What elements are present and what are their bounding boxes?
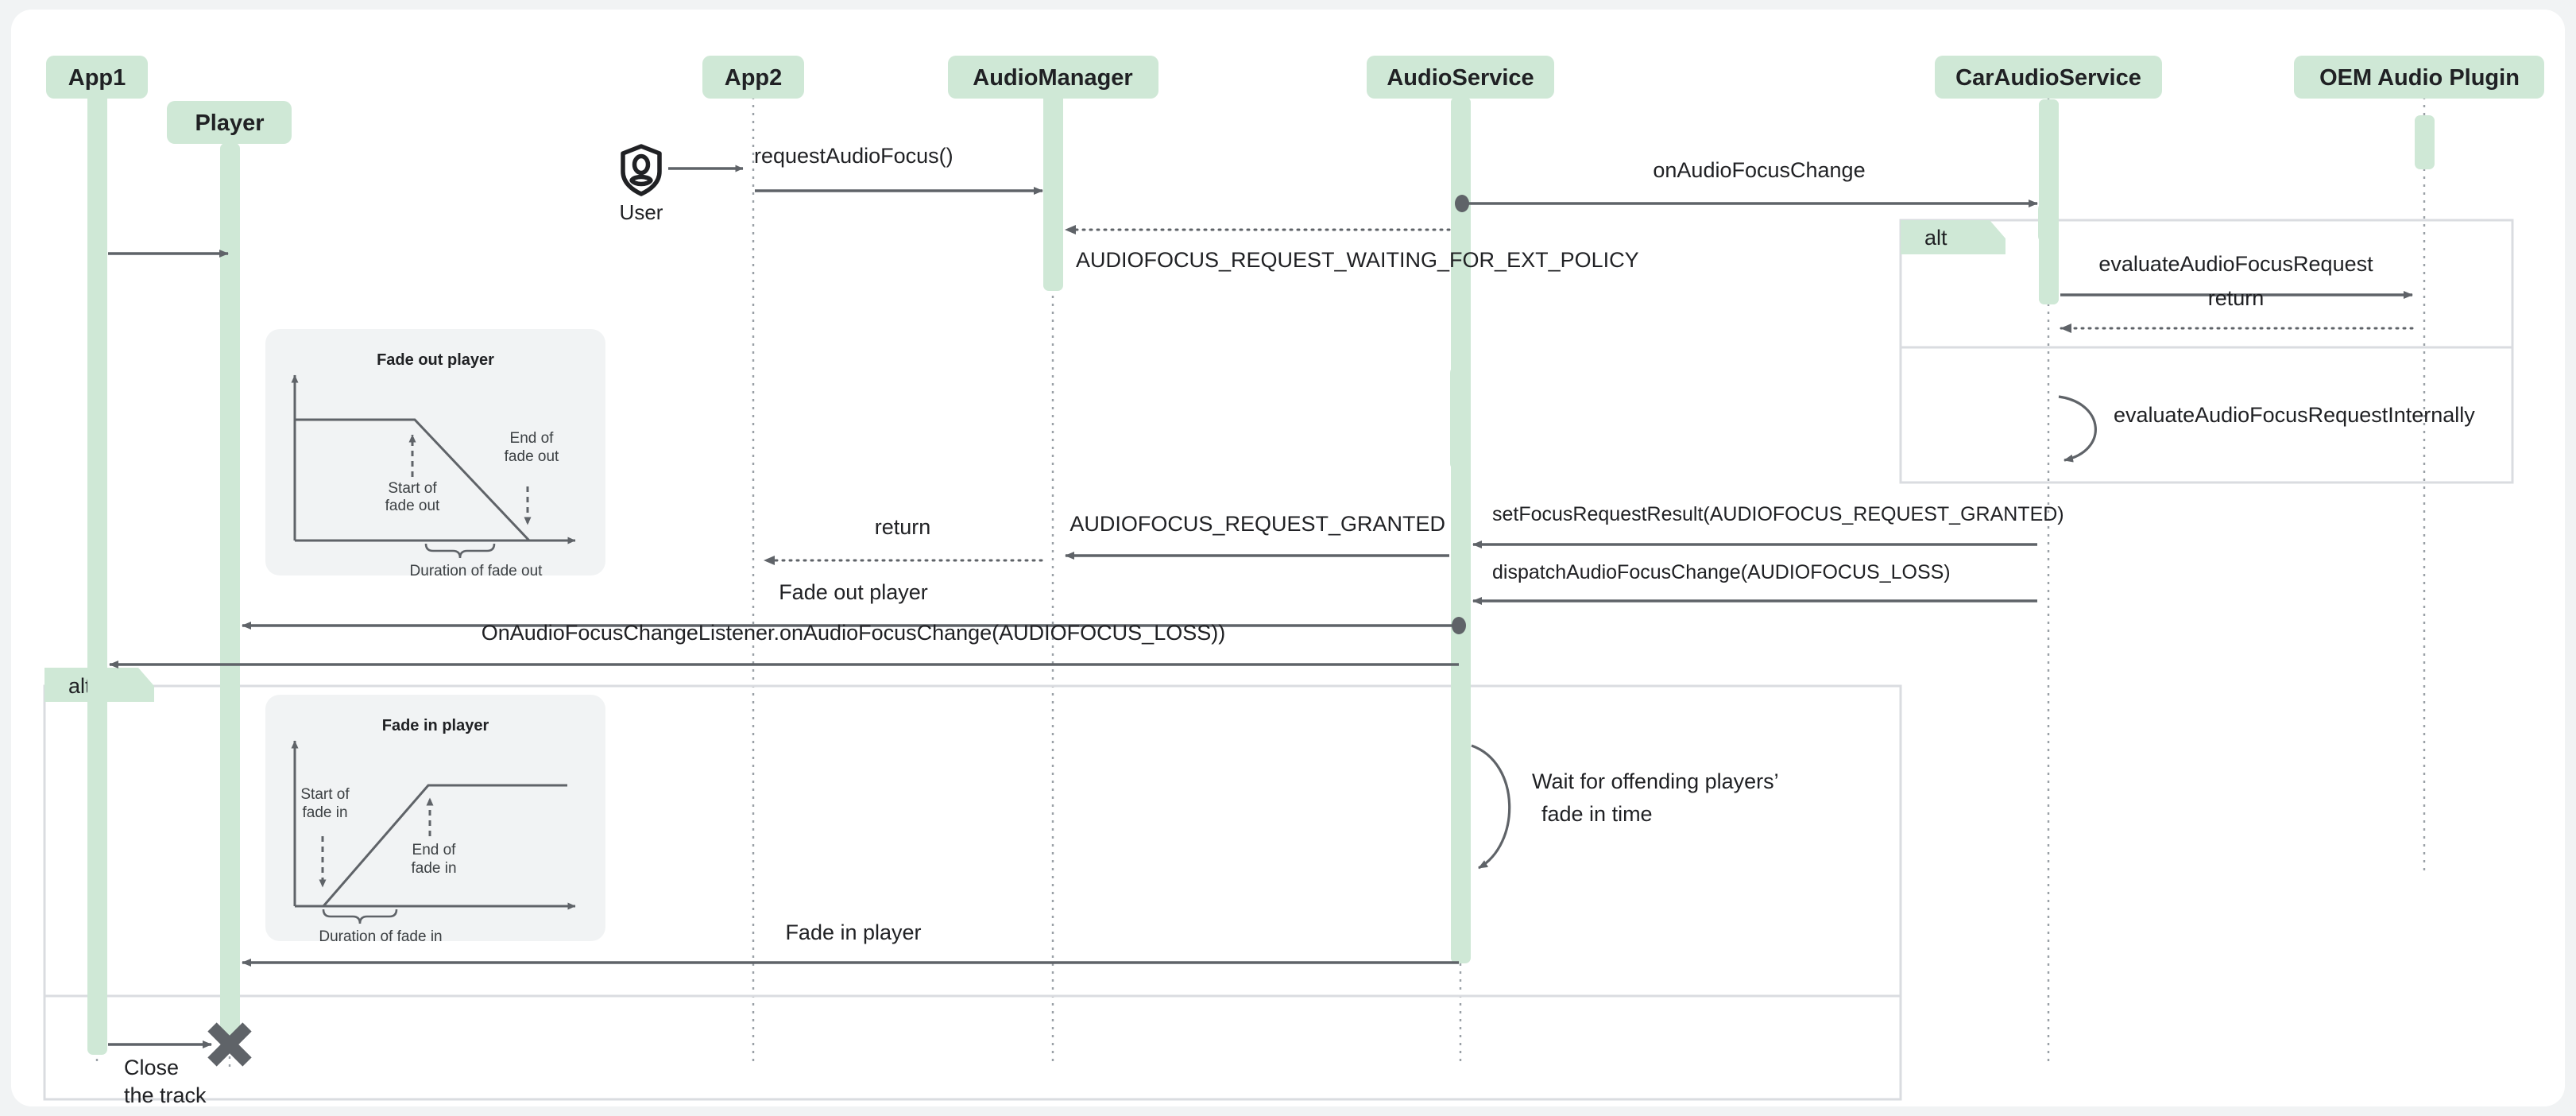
participant-caraudioservice[interactable]: CarAudioService <box>1935 56 2162 99</box>
message-label-fade-in-player: Fade in player <box>785 920 921 944</box>
inset-anno-start-fade-out-l1: Start of <box>388 480 437 497</box>
user-shield-icon <box>621 144 662 196</box>
inset-fade-out-player: Fade out player Start of fade out End of… <box>265 329 605 579</box>
activation-caraudioservice-main <box>2038 99 2059 304</box>
message-label-setFocusRequestResult: setFocusRequestResult(AUDIOFOCUS_REQUEST… <box>1492 503 2064 525</box>
inset-anno-duration-fade-out: Duration of fade out <box>410 563 543 579</box>
diagram-card: alt alt <box>11 10 2565 1106</box>
message-label-return-audiomanager: return <box>875 515 931 539</box>
inset-brace-fade-in <box>322 909 398 924</box>
message-label-close-the-track-line2: the track <box>124 1083 207 1106</box>
message-dispatchAudioFocusChange: dispatchAudioFocusChange(AUDIOFOCUS_LOSS… <box>1472 561 2037 605</box>
message-fade-in-player: Fade in player <box>242 920 1459 967</box>
message-label-waiting-for-ext-policy: AUDIOFOCUS_REQUEST_WAITING_FOR_EXT_POLIC… <box>1076 248 1639 272</box>
participant-label-player: Player <box>195 110 264 136</box>
message-close-the-track: Close the track <box>108 1022 252 1106</box>
message-label-wait-for-fade-in-line1: Wait for offending players’ <box>1532 769 1779 793</box>
message-label-onAudioFocusChange: onAudioFocusChange <box>1653 158 1865 182</box>
participant-audiomanager[interactable]: AudioManager <box>948 56 1158 99</box>
message-fade-out-player: Fade out player <box>242 580 1466 634</box>
message-return-oem: return <box>2060 286 2414 333</box>
message-label-close-the-track-line1: Close <box>124 1056 179 1079</box>
fade-out-curve <box>295 418 531 542</box>
participant-player[interactable]: Player <box>167 101 292 144</box>
close-x-icon <box>207 1022 252 1067</box>
message-setFocusRequestResult: setFocusRequestResult(AUDIOFOCUS_REQUEST… <box>1472 503 2064 548</box>
inset-title-fade-in: Fade in player <box>382 717 489 734</box>
participant-oem[interactable]: OEM Audio Plugin <box>2294 56 2544 99</box>
alt-label-oem: alt <box>1924 226 1947 250</box>
message-return-audiomanager: return <box>763 515 1043 565</box>
message-label-return-oem: return <box>2208 286 2265 310</box>
participant-app2[interactable]: App2 <box>702 56 804 99</box>
activation-app1 <box>87 79 107 1055</box>
participant-audioservice[interactable]: AudioService <box>1367 56 1554 99</box>
inset-title-fade-out: Fade out player <box>377 351 494 369</box>
fragment-alt-main: alt <box>43 668 1902 1101</box>
inset-anno-start-fade-in-l2: fade in <box>302 804 347 821</box>
message-onAudioFocusChangeListener: OnAudioFocusChangeListener.onAudioFocusC… <box>109 621 1459 668</box>
message-label-audiofocus-request-granted: AUDIOFOCUS_REQUEST_GRANTED <box>1069 512 1445 536</box>
message-label-dispatchAudioFocusChange: dispatchAudioFocusChange(AUDIOFOCUS_LOSS… <box>1492 561 1951 583</box>
inset-anno-start-fade-out-l2: fade out <box>385 498 440 514</box>
participant-label-caraudioservice: CarAudioService <box>1955 65 2141 91</box>
participant-label-app1: App1 <box>68 65 126 91</box>
message-onAudioFocusChange: onAudioFocusChange <box>1455 158 2038 212</box>
actor-label-user: User <box>620 200 663 224</box>
actor-user: User <box>620 144 744 224</box>
activation-oem <box>2415 115 2435 169</box>
message-label-evaluateAudioFocusRequest: evaluateAudioFocusRequest <box>2098 252 2373 276</box>
message-label-evaluateAudioFocusRequestInternally: evaluateAudioFocusRequestInternally <box>2114 403 2475 427</box>
activation-audioservice-main <box>1451 97 1471 963</box>
participant-label-audiomanager: AudioManager <box>973 65 1132 91</box>
inset-anno-end-fade-out-l2: fade out <box>505 448 559 465</box>
fade-in-curve <box>322 784 567 907</box>
sequence-diagram-svg: alt alt <box>43 56 2544 1106</box>
message-requestAudioFocus: requestAudioFocus() <box>754 144 1043 195</box>
message-audiofocus-request-granted: AUDIOFOCUS_REQUEST_GRANTED <box>1065 512 1449 560</box>
message-label-fade-out-player: Fade out player <box>779 580 928 604</box>
inset-anno-end-fade-in-l2: fade in <box>411 860 456 877</box>
activation-audioservice-self-bar <box>1450 366 1469 471</box>
message-evaluateAudioFocusRequestInternally: evaluateAudioFocusRequestInternally <box>2058 395 2475 463</box>
message-label-wait-for-fade-in-line2: fade in time <box>1541 802 1653 826</box>
message-evaluateAudioFocusRequest: evaluateAudioFocusRequest <box>2060 252 2413 299</box>
message-label-onAudioFocusChangeListener: OnAudioFocusChangeListener.onAudioFocusC… <box>482 621 1225 645</box>
activation-audiomanager <box>1043 89 1063 291</box>
fragment-alt-oem: alt <box>1899 219 2514 484</box>
participant-label-oem: OEM Audio Plugin <box>2319 65 2520 91</box>
inset-brace-fade-out <box>424 543 496 559</box>
message-label-requestAudioFocus: requestAudioFocus() <box>754 144 953 168</box>
inset-anno-start-fade-in-l1: Start of <box>300 786 350 803</box>
inset-anno-end-fade-in-l1: End of <box>412 842 457 858</box>
message-waiting-for-ext-policy: AUDIOFOCUS_REQUEST_WAITING_FOR_EXT_POLIC… <box>1064 225 1639 272</box>
participant-label-app2: App2 <box>725 65 783 91</box>
inset-anno-end-fade-out-l1: End of <box>510 430 555 447</box>
message-wait-for-fade-in: Wait for offending players’ fade in time <box>1471 744 1779 870</box>
participant-label-audioservice: AudioService <box>1387 65 1534 91</box>
activation-player <box>220 143 240 1045</box>
inset-anno-duration-fade-in: Duration of fade in <box>319 928 442 945</box>
participant-app1[interactable]: App1 <box>46 56 148 99</box>
inset-fade-in-player: Fade in player Start of fade in End of f… <box>265 695 605 945</box>
